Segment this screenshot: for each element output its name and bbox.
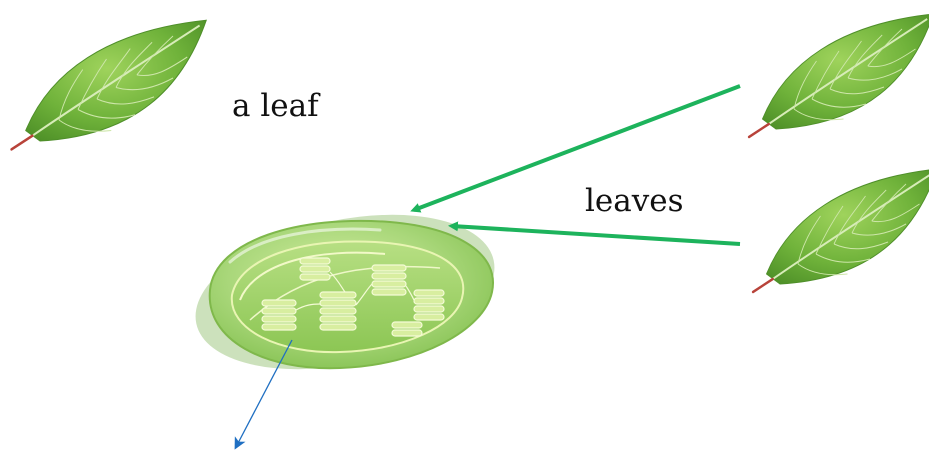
chloroplast-icon [181,190,508,394]
leaf-icon [753,169,929,292]
label-leaves: leaves [585,186,684,217]
leaf-icon [749,14,929,137]
arrow-leaves-to-chloroplast [452,226,740,244]
leaf-icon [11,20,206,149]
label-a-leaf: a leaf [232,91,319,122]
arrow-leaves-to-chloroplast [414,86,740,210]
